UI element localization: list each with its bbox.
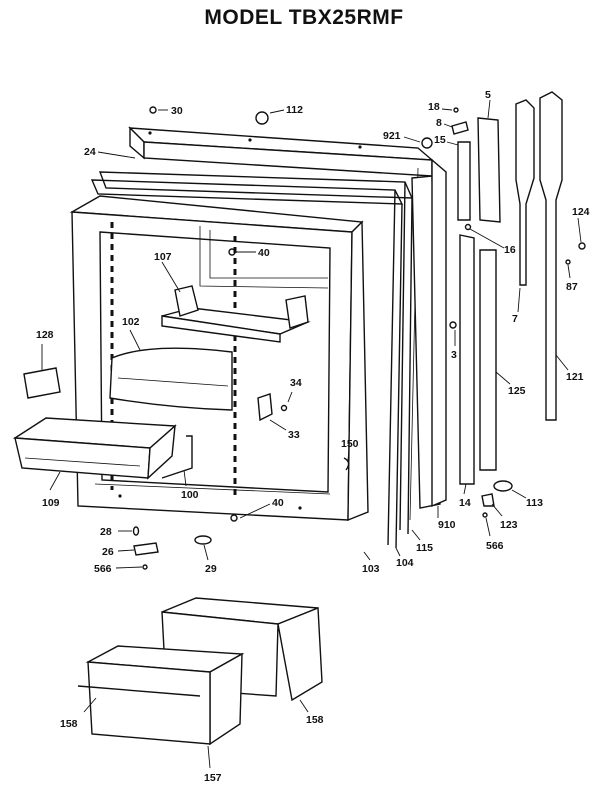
part-label-921: 921 [383, 130, 401, 142]
part-label-158-left: 158 [60, 718, 78, 730]
small-hardware [23, 106, 457, 522]
page-title: MODEL TBX25RMF [204, 6, 404, 29]
part-label-28: 28 [100, 526, 112, 538]
part-label-14: 14 [459, 497, 471, 509]
dairy-door [109, 347, 233, 411]
part-label-8: 8 [436, 117, 442, 129]
part-label-124: 124 [572, 206, 590, 218]
part-label-158-right: 158 [306, 714, 324, 726]
part-label-103: 103 [362, 563, 380, 575]
part-label-15: 15 [434, 134, 446, 146]
part-label-5: 5 [485, 89, 491, 101]
part-label-30: 30 [171, 105, 183, 117]
crisper-drawers [77, 597, 323, 746]
door-bin [12, 417, 177, 480]
part-label-29: 29 [205, 563, 217, 575]
part-label-566-right: 566 [486, 540, 504, 552]
part-label-40-lower: 40 [272, 497, 284, 509]
part-label-121: 121 [566, 371, 584, 383]
part-label-87: 87 [566, 281, 578, 293]
part-label-150: 150 [341, 438, 359, 450]
part-label-107: 107 [154, 251, 172, 263]
part-label-112: 112 [286, 104, 303, 116]
part-label-566-left: 566 [94, 563, 112, 575]
part-label-7: 7 [512, 313, 518, 325]
part-labels: 30 112 24 921 18 8 15 5 16 124 87 7 107 … [36, 89, 590, 784]
part-label-33: 33 [288, 429, 300, 441]
part-label-34: 34 [290, 377, 302, 389]
part-label-123: 123 [500, 519, 518, 531]
part-label-102: 102 [122, 316, 140, 328]
part-label-24: 24 [84, 146, 96, 158]
part-label-157: 157 [204, 772, 222, 784]
part-label-125: 125 [508, 385, 526, 397]
right-components [451, 91, 586, 518]
part-label-910: 910 [438, 519, 456, 531]
part-label-18: 18 [428, 101, 440, 113]
part-label-113: 113 [526, 497, 543, 509]
part-label-100: 100 [181, 489, 199, 501]
part-label-128: 128 [36, 329, 54, 341]
part-label-115: 115 [416, 542, 433, 554]
part-label-104: 104 [396, 557, 414, 569]
part-label-40-upper: 40 [258, 247, 270, 259]
part-label-109: 109 [42, 497, 60, 509]
door-shelf [161, 285, 311, 343]
top-breaker-strip [128, 126, 435, 177]
part-label-26: 26 [102, 546, 114, 558]
bottom-hardware [132, 526, 212, 570]
part-label-3: 3 [451, 349, 457, 361]
part-label-16: 16 [504, 244, 516, 256]
side-rails [411, 158, 475, 509]
